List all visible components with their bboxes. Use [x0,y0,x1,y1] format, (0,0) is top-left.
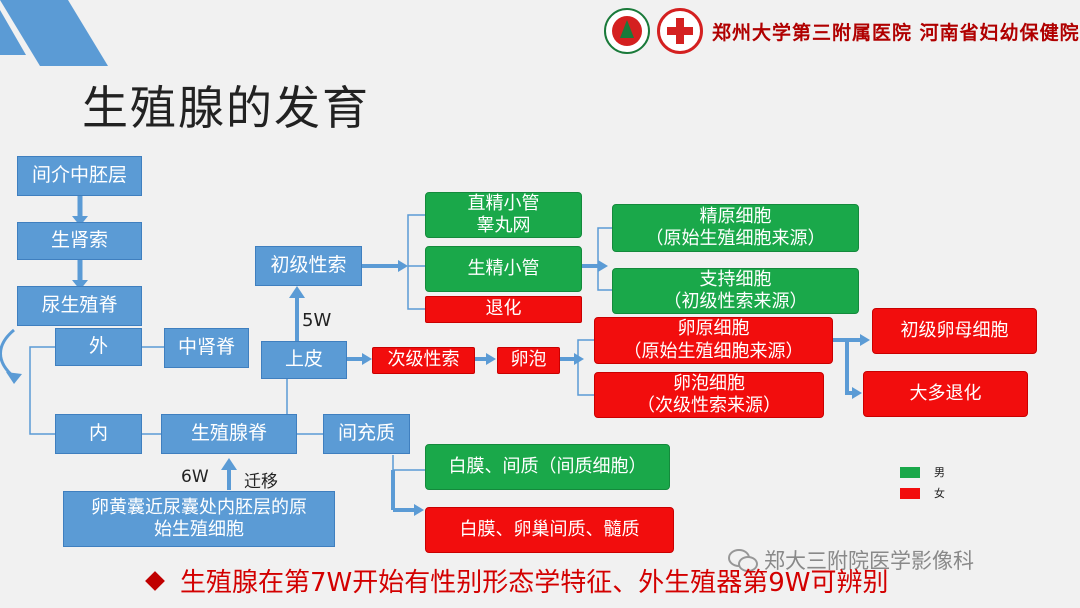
node-follicular-cells: 卵泡细胞 （次级性索来源） [594,372,824,418]
wechat-icon [728,549,758,572]
label-5w: 5W [302,310,332,331]
node-sertoli-cells: 支持细胞 （初级性索来源） [612,268,859,314]
node-seminiferous-tubule: 生精小管 [425,246,582,292]
oogonia-line-1: 卵原细胞 [677,318,750,339]
node-gonadal-ridge: 生殖腺脊 [161,414,297,454]
node-inner: 内 [55,414,142,454]
node-mesenchyme: 间充质 [323,414,410,454]
node-follicle: 卵泡 [497,347,560,374]
node-spermatogonia: 精原细胞 （原始生殖细胞来源） [612,204,859,252]
node-primary-oocyte: 初级卵母细胞 [872,308,1037,354]
legend-male: 男 [900,464,945,480]
node-urogenital-ridge: 尿生殖脊 [17,286,142,326]
follicular-line-1: 卵泡细胞 [673,372,745,394]
node-outer: 外 [55,328,142,366]
corner-decoration [0,0,108,66]
legend-female-label: 女 [934,487,945,500]
node-primary-sex-cord: 初级性索 [255,246,362,286]
legend-female-swatch [900,487,920,499]
sertoli-line-1: 支持细胞 [699,268,772,290]
node-tunica-interstitial: 白膜、间质（间质细胞） [425,444,670,490]
node-degenerate-male: 退化 [425,296,582,323]
node-intermediate-mesoderm: 间介中胚层 [17,156,142,196]
spermatogonia-line-1: 精原细胞 [699,205,772,227]
node-mesonephric-ridge: 中肾脊 [164,328,249,368]
node-tunica-ovarian: 白膜、卵巢间质、髓质 [425,507,674,553]
node-oogonia: 卵原细胞 （原始生殖细胞来源） [594,317,833,364]
university-logo [604,8,650,54]
node-nephrogenic-cord: 生肾索 [17,222,142,260]
label-migration: 迁移 [244,472,278,492]
footer-text: 生殖腺在第7W开始有性别形态学特征、外生殖器第9W可辨别 [180,568,889,598]
node-epithelium: 上皮 [261,341,347,379]
spermatogonia-line-2: （原始生殖细胞来源） [645,228,826,249]
watermark: 郑大三附院医学影像科 [728,545,974,575]
page-title: 生殖腺的发育 [82,81,370,135]
legend-male-label: 男 [934,466,945,479]
hospital-logo [657,8,703,54]
rete-line-1: 直精小管 [467,192,540,214]
diamond-bullet-icon [145,570,165,591]
node-rete-testis: 直精小管 睾丸网 [425,192,582,238]
node-secondary-sex-cord: 次级性索 [372,347,475,374]
node-mostly-degenerate: 大多退化 [863,371,1028,417]
rete-line-2: 睾丸网 [476,215,531,236]
legend-male-swatch [900,466,920,478]
follicular-line-2: （次级性索来源） [637,395,781,416]
node-yolk-sac-germ-cells: 卵黄囊近尿囊处内胚层的原始生殖细胞 [63,491,335,547]
oogonia-line-2: （原始生殖细胞来源） [623,340,804,362]
label-6w: 6W [181,467,209,487]
watermark-text: 郑大三附院医学影像科 [764,549,974,573]
sertoli-line-2: （初级性索来源） [663,291,808,312]
institution-name: 郑州大学第三附属医院 河南省妇幼保健院 [712,22,1080,44]
legend-female: 女 [900,485,945,501]
footer-note: 生殖腺在第7W开始有性别形态学特征、外生殖器第9W可辨别 [145,562,889,599]
